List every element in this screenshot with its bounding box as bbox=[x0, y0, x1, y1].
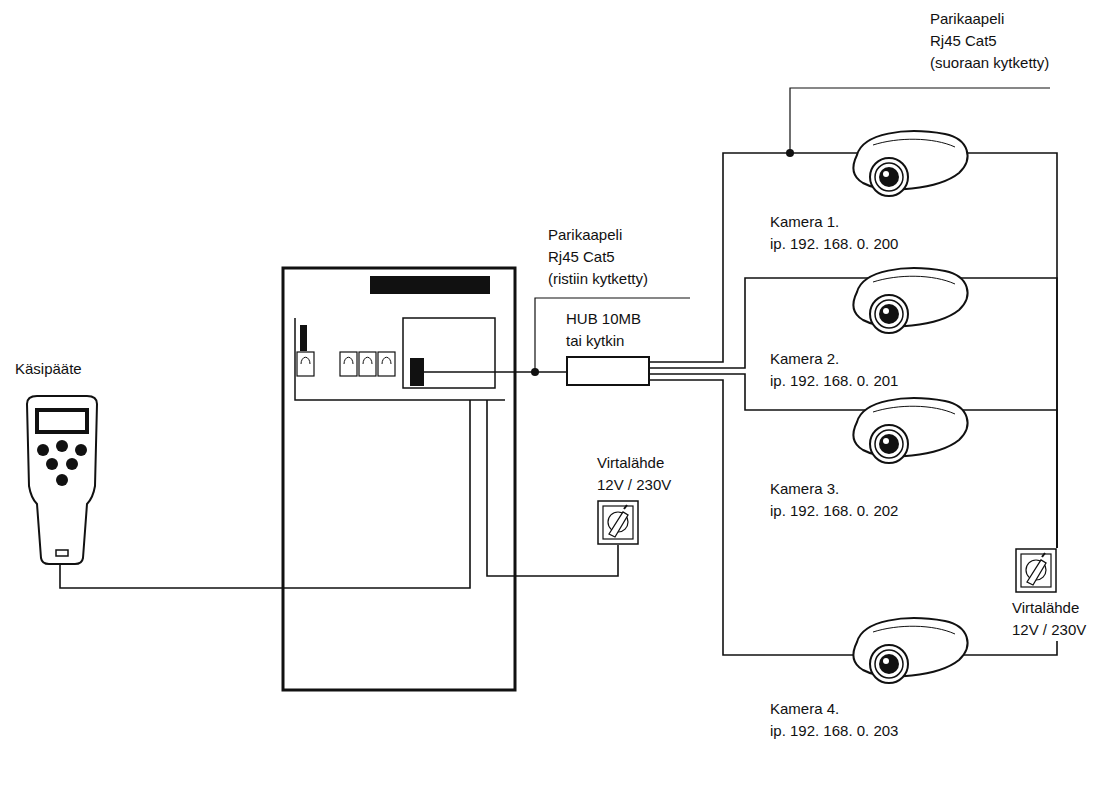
outlet-icon bbox=[1015, 548, 1102, 593]
handheld-node: Käsipääte bbox=[15, 358, 110, 566]
node-heading: HUB 10MB tai kytkin bbox=[566, 308, 648, 352]
camera-icon bbox=[843, 125, 985, 199]
node-heading: Kamera 3. bbox=[765, 478, 985, 500]
hub-node: HUB 10MB tai kytkin bbox=[566, 308, 650, 386]
node-heading: Virtalähde 12V / 230V bbox=[597, 452, 679, 496]
node-heading: Kamera 2. bbox=[765, 348, 985, 370]
cable-label: Parikaapeli bbox=[930, 8, 1004, 30]
handheld-icon bbox=[21, 394, 110, 566]
junction-dots bbox=[531, 149, 794, 376]
ip-address: ip. 192. 168. 0. 201 bbox=[765, 370, 985, 392]
cable-connector bbox=[985, 153, 1057, 548]
cable-line bbox=[985, 278, 1057, 548]
node-texts: HUB 10MB tai kytkin bbox=[566, 308, 650, 352]
cable-connector bbox=[985, 278, 1057, 548]
camera-node: Kamera 2.ip. 192. 168. 0. 201 bbox=[765, 262, 985, 392]
wires bbox=[60, 153, 985, 655]
camera-icon bbox=[843, 612, 985, 686]
cable-line bbox=[985, 153, 1057, 548]
node-texts: Käsipääte bbox=[15, 358, 110, 380]
camera-node: Kamera 4.ip. 192. 168. 0. 203 bbox=[765, 612, 985, 742]
outlet-icon bbox=[597, 500, 683, 545]
cable-connector bbox=[650, 278, 765, 368]
node-texts: Kamera 2.ip. 192. 168. 0. 201 bbox=[765, 348, 985, 392]
cable-label: Parikaapeli bbox=[548, 224, 622, 246]
cable-label: (suoraan kytketty) bbox=[930, 52, 1049, 74]
ip-address: ip. 192. 168. 0. 200 bbox=[765, 233, 985, 255]
node-heading: Käsipääte bbox=[15, 358, 110, 380]
cable-line bbox=[650, 153, 765, 362]
node-heading: Kamera 4. bbox=[765, 698, 985, 720]
cable-label: Rj45 Cat5 bbox=[548, 246, 615, 268]
node-heading: Kamera 1. bbox=[765, 211, 985, 233]
cable-line bbox=[650, 278, 765, 368]
cable-connector bbox=[985, 641, 1057, 655]
node-texts: Virtalähde 12V / 230V bbox=[597, 452, 683, 496]
node-texts: Kamera 3.ip. 192. 168. 0. 202 bbox=[765, 478, 985, 522]
camera-icon bbox=[843, 392, 985, 466]
cable-connector bbox=[650, 380, 765, 655]
camera-node: Kamera 3.ip. 192. 168. 0. 202 bbox=[765, 392, 985, 522]
camera-node: Kamera 1.ip. 192. 168. 0. 200 bbox=[765, 125, 985, 255]
cable-connector bbox=[650, 153, 765, 362]
cable-line bbox=[985, 410, 1057, 548]
node-texts: Kamera 4.ip. 192. 168. 0. 203 bbox=[765, 698, 985, 742]
ip-address: ip. 192. 168. 0. 202 bbox=[765, 500, 985, 522]
ip-address: ip. 192. 168. 0. 203 bbox=[765, 720, 985, 742]
node-texts: Virtalähde 12V / 230V bbox=[1012, 597, 1102, 641]
cable-label: (ristiin kytketty) bbox=[548, 268, 648, 290]
leader-lines bbox=[535, 88, 1050, 372]
cable-label: Rj45 Cat5 bbox=[930, 30, 997, 52]
node-heading: Virtalähde 12V / 230V bbox=[1012, 597, 1098, 641]
cable-line bbox=[650, 380, 765, 655]
power-supply-node: Virtalähde 12V / 230V bbox=[597, 452, 683, 545]
control-cabinet bbox=[283, 268, 515, 690]
power-supply-node: Virtalähde 12V / 230V bbox=[1012, 548, 1102, 641]
camera-icon bbox=[843, 262, 985, 336]
cable-connector bbox=[985, 410, 1057, 548]
node-texts: Kamera 1.ip. 192. 168. 0. 200 bbox=[765, 211, 985, 255]
hub-box bbox=[566, 356, 650, 386]
cable-line bbox=[985, 641, 1057, 655]
